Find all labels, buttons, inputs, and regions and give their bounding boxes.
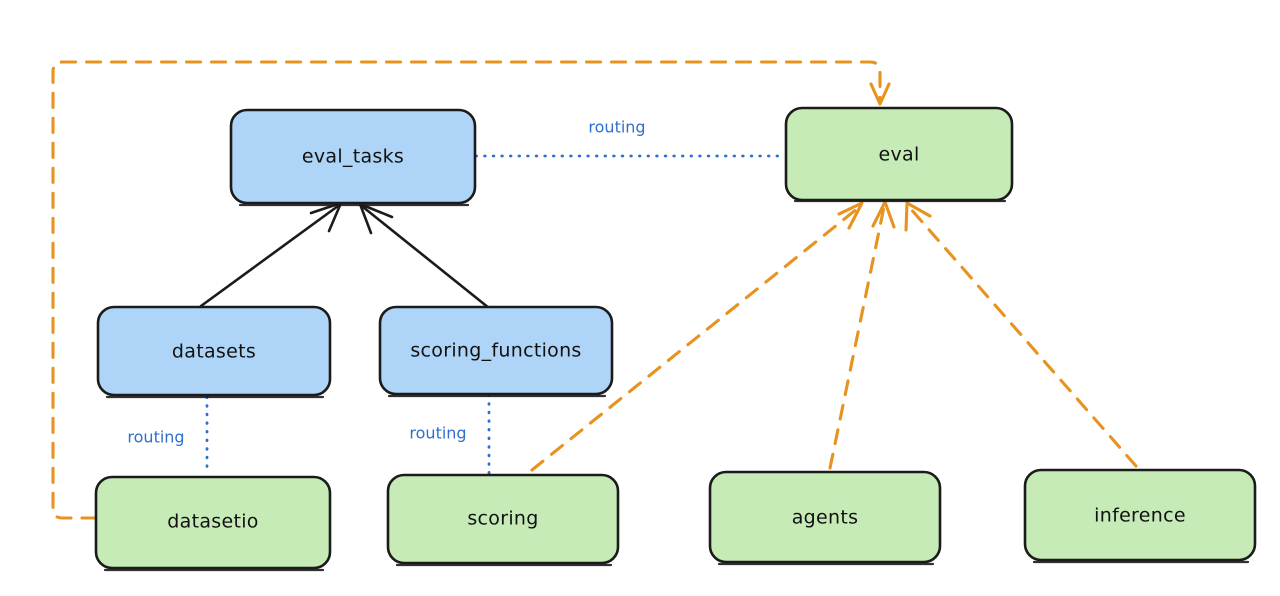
- node-eval-shape: [784, 106, 1014, 202]
- node-agents-label: agents: [792, 507, 859, 529]
- node-eval-tasks[interactable]: eval_tasks: [229, 108, 477, 207]
- node-eval-tasks-shape: [229, 108, 477, 205]
- edge-datasetio-eval: [51, 60, 891, 520]
- node-datasets-label: datasets: [172, 341, 256, 363]
- edge-label-routing-datasets: routing: [127, 428, 184, 447]
- edge-scoring-eval: [530, 201, 864, 472]
- node-eval-label: eval: [878, 144, 919, 166]
- node-agents-shape: [708, 470, 942, 564]
- node-eval-tasks-label: eval_tasks: [302, 146, 404, 168]
- routing-edges-group: [205, 154, 786, 476]
- node-inference-shape: [1023, 468, 1257, 562]
- node-datasets-shape: [96, 305, 332, 397]
- edge-inference-eval: [904, 201, 1138, 468]
- edge-path-datasets-evaltasks: [199, 204, 340, 308]
- node-scoring-functions-shape: [378, 305, 614, 396]
- node-datasetio[interactable]: datasetio: [94, 475, 332, 572]
- node-datasetio-shape: [94, 475, 332, 570]
- dependency-edges-group: [51, 60, 1138, 520]
- node-scoring-label: scoring: [467, 508, 538, 530]
- edge-path-scoringfns-evaltasks: [361, 205, 491, 310]
- node-scoring-shape: [386, 473, 620, 565]
- node-datasets[interactable]: datasets: [96, 305, 332, 399]
- node-inference[interactable]: inference: [1023, 468, 1257, 564]
- node-scoring-functions[interactable]: scoring_functions: [378, 305, 614, 398]
- edge-path-scoring-eval: [530, 206, 860, 472]
- node-datasetio-label: datasetio: [167, 511, 258, 533]
- edge-datasets-evaltasks: [199, 201, 343, 308]
- edge-scoringfns-evaltasks: [358, 202, 491, 310]
- node-eval[interactable]: eval: [784, 106, 1014, 203]
- arrowhead-inference-eval: [904, 201, 932, 232]
- node-scoring-functions-label: scoring_functions: [410, 340, 581, 362]
- node-inference-label: inference: [1094, 505, 1186, 527]
- edge-path-inference-eval: [908, 206, 1138, 468]
- arrowhead-scoring-eval: [837, 201, 864, 230]
- arrowhead-datasetio-eval: [869, 82, 891, 106]
- nodes-group: eval_tasks eval datasets scoring_functio…: [94, 106, 1257, 572]
- edge-labels-group: routing routing routing: [127, 118, 645, 447]
- edge-agents-eval: [828, 200, 896, 470]
- edge-path-agents-eval: [828, 205, 886, 470]
- solid-edges-group: [199, 201, 491, 310]
- edge-label-routing-top: routing: [588, 118, 645, 137]
- edge-label-routing-scoring: routing: [409, 424, 466, 443]
- node-agents[interactable]: agents: [708, 470, 942, 566]
- node-scoring[interactable]: scoring: [386, 473, 620, 567]
